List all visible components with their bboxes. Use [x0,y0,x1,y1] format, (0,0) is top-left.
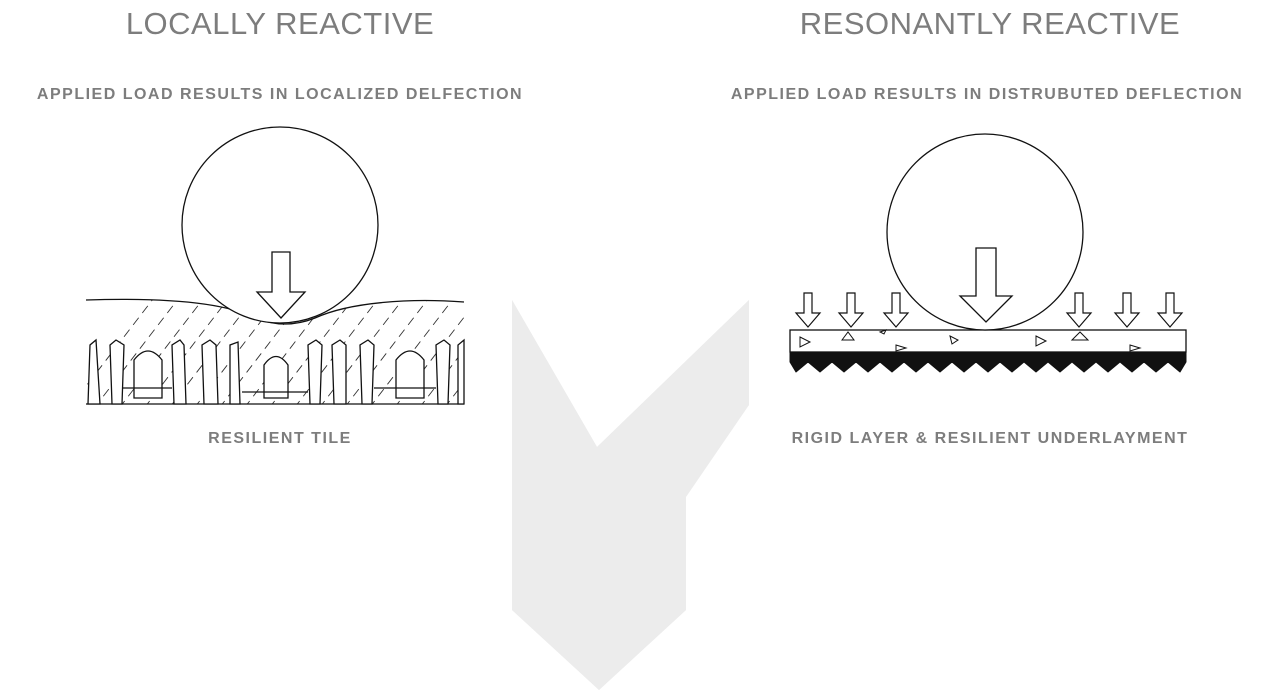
resilient-tile-diagram [85,298,465,405]
small-load-arrow [882,292,910,328]
left-title: LOCALLY REACTIVE [125,6,435,41]
tile-cells [87,338,465,405]
small-load-arrow [1156,292,1184,328]
small-load-arrow [837,292,865,328]
small-load-arrow [1113,292,1141,328]
ball-left [181,126,379,324]
small-load-arrow [794,292,822,328]
left-caption: RESILIENT TILE [208,430,352,447]
tile-surface [85,298,465,325]
distributed-load-arrows [794,292,1184,328]
right-caption: RIGID LAYER & RESILIENT UNDERLAYMENT [791,430,1189,447]
right-subtitle: APPLIED LOAD RESULTS IN DISTRUBUTED DEFL… [730,86,1244,103]
small-load-arrow [1065,292,1093,328]
background-y-arrow-stem [512,300,749,690]
load-arrow-left [255,251,307,319]
rigid-layer-diagram [789,329,1187,373]
resilient-underlayment [789,351,1187,373]
left-subtitle: APPLIED LOAD RESULTS IN LOCALIZED DELFEC… [36,86,524,103]
right-title: RESONANTLY REACTIVE [799,6,1181,41]
slab-aggregate [799,329,1142,352]
ball-right [886,133,1084,331]
load-arrow-right [958,247,1014,323]
